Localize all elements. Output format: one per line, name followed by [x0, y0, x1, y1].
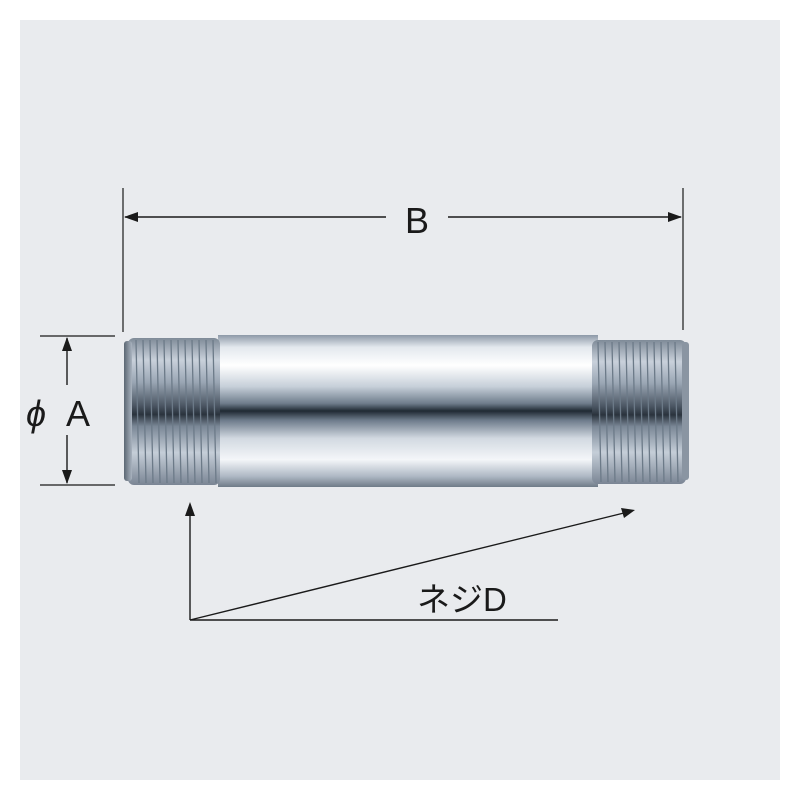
thread-ridge — [198, 339, 203, 484]
length-dimension: B — [122, 188, 684, 332]
thread-ridge — [163, 339, 168, 484]
left-end-face — [124, 341, 132, 481]
thread-ridge — [142, 339, 147, 484]
thread-ridge — [660, 341, 665, 483]
pipe-body — [218, 335, 598, 487]
diameter-label: A — [66, 393, 90, 434]
thread-ridge — [625, 341, 630, 483]
thread-ridge — [632, 341, 637, 483]
thread-ridge — [674, 341, 679, 483]
thread-label: ネジD — [417, 581, 507, 618]
thread-ridge — [604, 341, 609, 483]
thread-ridge — [135, 339, 140, 484]
thread-ridge — [177, 339, 182, 484]
right-end-face — [682, 342, 689, 480]
thread-ridge — [170, 339, 175, 484]
diameter-symbol: ϕ — [26, 393, 46, 434]
thread-ridge — [667, 341, 672, 483]
thread-ridge — [611, 341, 616, 483]
thread-ridge — [184, 339, 189, 484]
thread-ridge — [597, 341, 602, 483]
thread-ridge — [618, 341, 623, 483]
thread-ridge — [191, 339, 196, 484]
thread-ridge — [156, 339, 161, 484]
thread-ridge — [639, 341, 644, 483]
thread-ridge — [149, 339, 154, 484]
right-thread-ridges — [597, 341, 679, 483]
thread-ridge — [212, 339, 217, 484]
thread-ridge — [646, 341, 651, 483]
thread-ridge — [205, 339, 210, 484]
thread-ridge — [653, 341, 658, 483]
diameter-dimension: ϕ A — [26, 335, 115, 486]
right-thread — [592, 340, 686, 484]
left-thread-ridges — [135, 339, 217, 484]
thread-callout: ネジD — [185, 502, 635, 621]
diagram-frame: B ϕ A ネジD — [20, 20, 780, 780]
pipe-nipple — [124, 335, 689, 487]
length-label: B — [405, 200, 429, 241]
pipe-nipple-drawing: B ϕ A ネジD — [26, 188, 689, 621]
